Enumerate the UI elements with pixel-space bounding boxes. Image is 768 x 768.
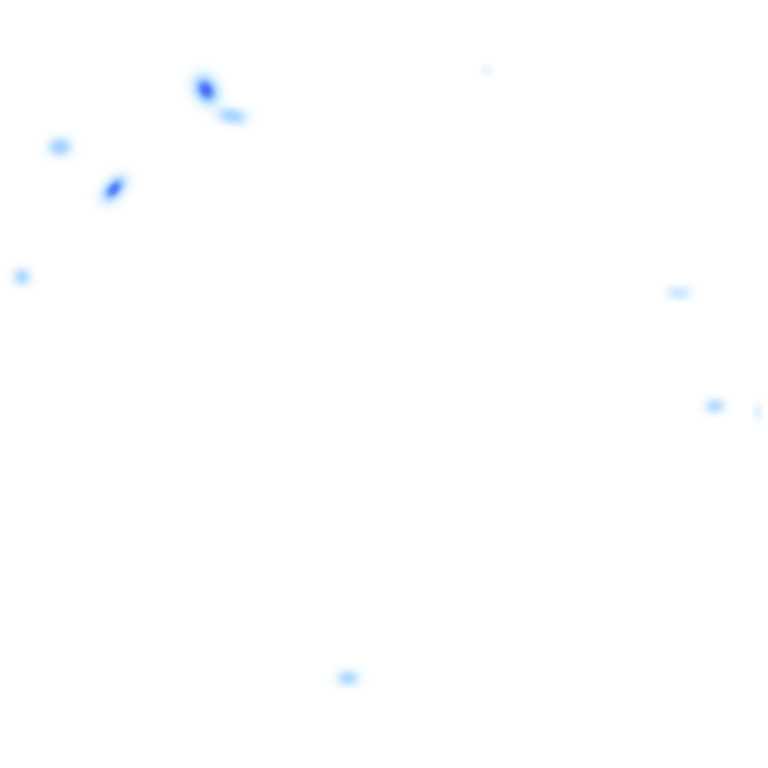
- blob-right-edge: [755, 404, 761, 420]
- blob-far-left-ring: [15, 271, 29, 283]
- blob-bottom-center: [336, 671, 360, 685]
- blob-right-edge-ring: [755, 406, 761, 418]
- blob-left-small-ring: [50, 140, 70, 154]
- blob-left-small: [47, 138, 73, 156]
- blob-top-center-dot: [483, 66, 491, 74]
- blob-top-left-large: [190, 71, 222, 109]
- blob-right-upper-ring: [669, 289, 689, 297]
- blob-left-mid-ring: [110, 184, 118, 194]
- blob-right-upper: [665, 288, 693, 298]
- blob-bottom-center-ring: [339, 673, 357, 683]
- blob-right-lower: [704, 400, 726, 412]
- blob-right-lower-ring: [707, 401, 723, 411]
- blob-far-left: [13, 269, 31, 285]
- blob-left-mid: [99, 172, 129, 206]
- blob-top-center-dot-ring: [484, 67, 490, 73]
- blob-top-left-tail-ring: [219, 110, 245, 122]
- blob-top-left-large-ring: [202, 85, 210, 95]
- blob-top-left-tail: [214, 108, 250, 124]
